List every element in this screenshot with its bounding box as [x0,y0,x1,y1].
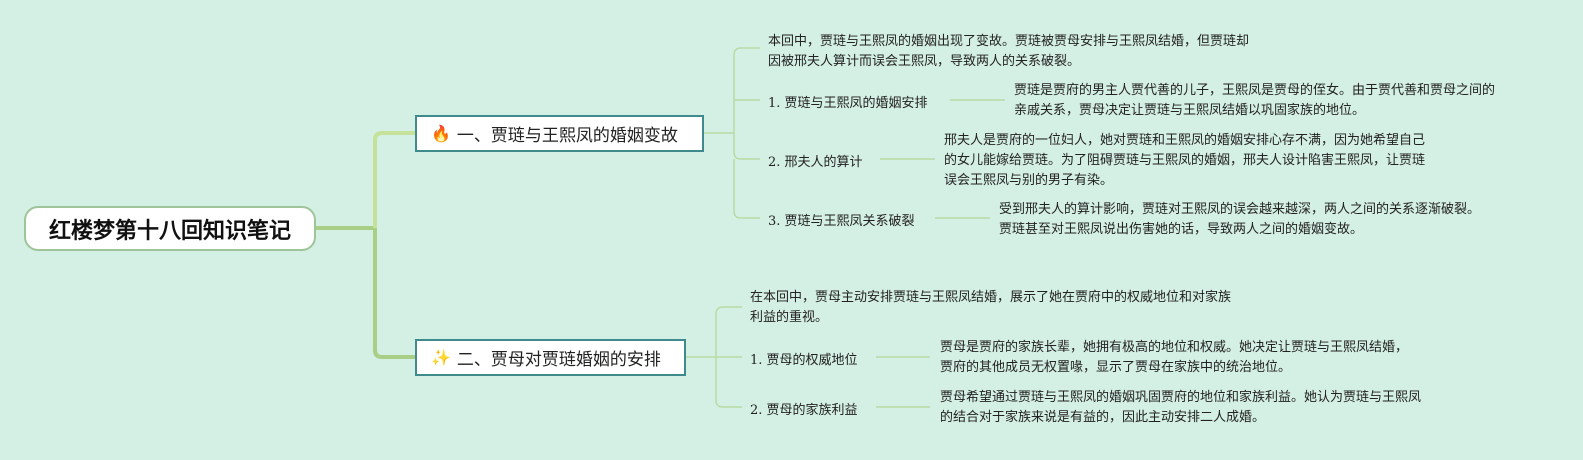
root-topic[interactable]: 红楼梦第十八回知识笔记 [24,206,316,251]
subtopic-detail: 受到邢夫人的算计影响，贾琏对王熙凤的误会越来越深，两人之间的关系逐渐破裂。贾琏甚… [999,202,1481,237]
branch-title: 一、贾琏与王熙凤的婚姻变故 [456,126,678,146]
branch-marriage-change[interactable]: 🔥 一、贾琏与王熙凤的婚姻变故 [415,115,704,152]
subtopic-label[interactable]: 2. 贾母的家族利益 [750,403,858,418]
subtopic-detail: 贾母希望通过贾琏与王熙凤的婚姻巩固贾府的地位和家族利益。她认为贾琏与王熙凤的结合… [940,390,1422,425]
subtopic-detail: 邢夫人是贾府的一位妇人，她对贾琏和王熙凤的婚姻安排心存不满，因为她希望自己的女儿… [944,133,1426,188]
subtopic-label[interactable]: 3. 贾琏与王熙凤关系破裂 [768,214,915,229]
root-title: 红楼梦第十八回知识笔记 [48,218,291,244]
subtopic-label[interactable]: 2. 邢夫人的算计 [768,155,863,170]
subtopic-label[interactable]: 1. 贾母的权威地位 [750,353,858,368]
fire-icon: 🔥 [431,124,451,143]
subtopic-label[interactable]: 1. 贾琏与王熙凤的婚姻安排 [768,96,928,111]
branch-intro: 在本回中，贾母主动安排贾琏与王熙凤结婚，展示了她在贾府中的权威地位和对家族利益的… [750,290,1232,325]
subtopic-detail: 贾琏是贾府的男主人贾代善的儿子，王熙凤是贾母的侄女。由于贾代善和贾母之间的亲戚关… [1014,83,1496,118]
sparkle-icon: ✨ [431,348,451,367]
branch-title: 二、贾母对贾琏婚姻的安排 [456,350,661,370]
subtopic-detail: 贾母是贾府的家族长辈，她拥有极高的地位和权威。她决定让贾琏与王熙凤结婚，贾府的其… [940,340,1409,375]
branch-intro: 本回中，贾琏与王熙凤的婚姻出现了变故。贾琏被贾母安排与王熙凤结婚，但贾琏却因被邢… [768,34,1250,69]
branch-jiamu-arrangement[interactable]: ✨ 二、贾母对贾琏婚姻的安排 [415,339,686,376]
